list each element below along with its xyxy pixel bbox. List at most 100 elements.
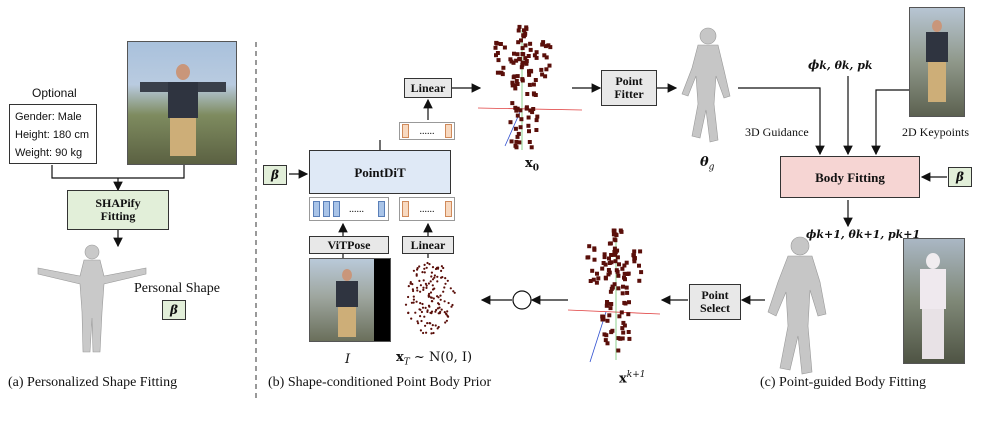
point-marker [520, 46, 525, 51]
noise-point [411, 288, 414, 291]
point-marker [617, 262, 621, 267]
point-marker [622, 323, 627, 328]
point-fitter-line-2: Fitter [614, 87, 644, 101]
noise-point [437, 302, 440, 305]
point-marker [609, 286, 614, 291]
point-marker [514, 58, 519, 63]
point-marker [534, 50, 539, 55]
point-marker [616, 348, 621, 353]
user-info-box: Gender: Male Height: 180 cm Weight: 90 k… [9, 104, 97, 164]
noise-point [409, 282, 412, 285]
point-marker [521, 52, 526, 57]
image-tokens: ...... [309, 197, 389, 221]
noise-point [419, 329, 422, 332]
point-marker [624, 285, 629, 290]
noise-point [418, 279, 421, 282]
xk1-sup: k+1 [626, 370, 646, 380]
noise-point [447, 301, 450, 305]
noise-point [443, 286, 446, 289]
gender-line: Gender: Male [15, 111, 82, 123]
noise-point [433, 276, 436, 279]
noise-point [423, 271, 426, 274]
noise-point [449, 287, 452, 290]
point-marker [614, 233, 619, 238]
point-marker [632, 259, 637, 264]
theta-g-label: θg [700, 155, 714, 173]
noise-point [430, 332, 433, 335]
noise-point [416, 289, 419, 292]
noise-point [434, 267, 438, 271]
noise-point [416, 268, 419, 271]
point-marker [494, 53, 498, 58]
output-tokens: ...... [399, 122, 455, 140]
noise-point [404, 303, 408, 306]
noise-point [421, 302, 424, 306]
point-marker [621, 284, 625, 289]
point-marker [626, 271, 631, 276]
point-marker [585, 255, 590, 260]
noise-point [420, 310, 423, 314]
noise-point [424, 324, 427, 327]
height-line: Height: 180 cm [15, 129, 89, 141]
point-marker [534, 128, 539, 132]
noise-point [428, 263, 431, 266]
point-marker [639, 270, 644, 275]
point-marker [607, 256, 611, 261]
noise-point [426, 322, 429, 325]
point-marker [534, 118, 539, 123]
point-marker [519, 117, 524, 122]
point-marker [612, 282, 617, 287]
point-marker [603, 275, 608, 280]
xk1-label: xk+1 [619, 370, 646, 386]
noise-point [410, 317, 413, 320]
x0-x: x [525, 156, 533, 171]
point-marker [637, 278, 642, 283]
noise-point [430, 310, 434, 313]
noise-point [426, 310, 429, 313]
point-marker [524, 26, 529, 31]
noise-point [439, 298, 442, 301]
noise-point [447, 315, 450, 318]
shapify-line-2: Fitting [100, 209, 136, 223]
noise-point [437, 312, 440, 315]
point-marker [501, 65, 506, 70]
point-marker [540, 42, 545, 47]
point-marker [509, 59, 514, 64]
theta-g-theta: θ [700, 155, 709, 170]
point-marker [542, 53, 547, 58]
point-marker [495, 51, 500, 55]
point-marker [514, 145, 519, 150]
token-dots-point: ...... [419, 203, 435, 215]
linear-top-box: Linear [404, 78, 452, 98]
noise-point [436, 307, 439, 310]
shapify-line-1: SHAPify [95, 196, 141, 210]
point-marker [600, 314, 605, 319]
point-marker [619, 310, 624, 315]
point-marker [523, 56, 528, 61]
point-marker [620, 336, 625, 341]
theta-g-mesh [681, 27, 731, 143]
t-pose-mesh [37, 244, 147, 353]
noise-point [412, 298, 415, 301]
point-marker [605, 318, 610, 323]
point-marker [498, 42, 503, 46]
point-marker [531, 82, 536, 87]
point-marker [540, 72, 545, 77]
point-marker [528, 41, 533, 46]
noise-point [429, 280, 432, 283]
point-marker [520, 60, 525, 65]
point-marker [611, 232, 616, 237]
noise-point-cloud [404, 261, 456, 335]
noise-point [446, 310, 449, 313]
point-marker [528, 108, 533, 113]
noise-point [431, 266, 435, 269]
params-k-label: ϕk, θk, pk [808, 58, 873, 72]
point-marker [509, 139, 514, 144]
point-marker [622, 271, 627, 276]
point-marker [587, 244, 592, 249]
point-marker [602, 255, 607, 260]
caption-c: (c) Point-guided Body Fitting [760, 375, 927, 390]
noise-x: x [396, 350, 404, 365]
linear-bottom-box: Linear [402, 236, 454, 254]
